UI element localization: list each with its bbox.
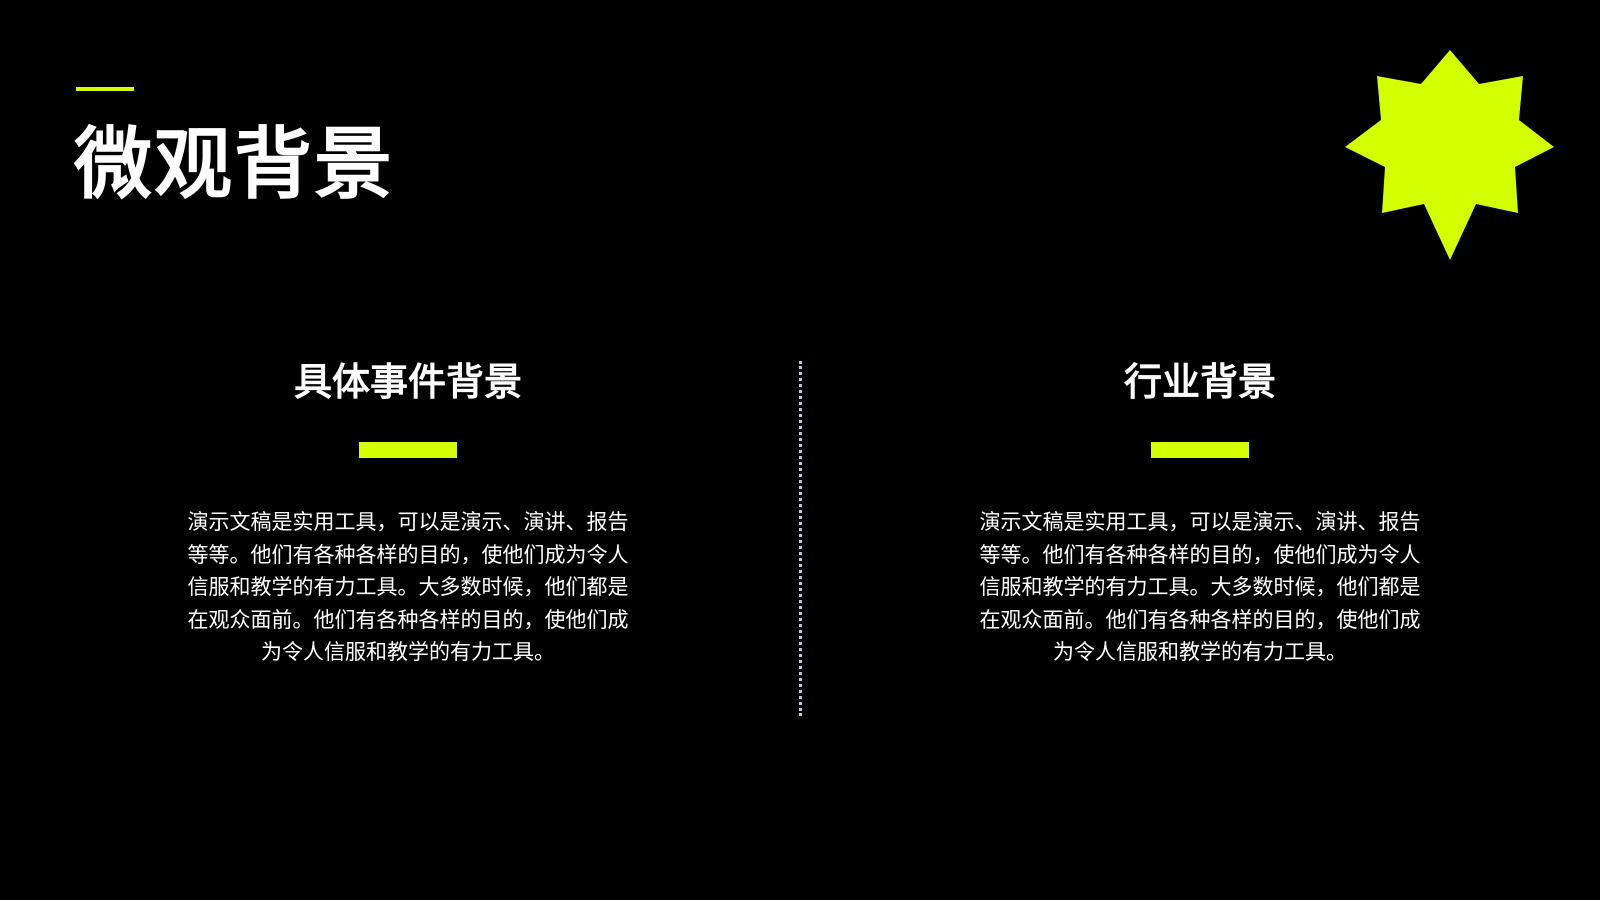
star-icon	[1345, 50, 1554, 260]
description-line: 信服和教学的有力工具。大多数时候，他们都是	[979, 575, 1421, 599]
section-heading: 行业背景	[1123, 360, 1276, 404]
section-heading: 具体事件背景	[293, 360, 522, 404]
specific-event-background-section: 具体事件背景 演示文稿是实用工具，可以是演示、演讲、报告 等等。他们有各种各样的…	[158, 360, 658, 669]
description-line: 等等。他们有各种各样的目的，使他们成为令人	[187, 542, 629, 567]
description-line: 等等。他们有各种各样的目的，使他们成为令人	[979, 542, 1421, 567]
description-line: 信服和教学的有力工具。大多数时候，他们都是	[187, 575, 629, 599]
description-line: 为令人信服和教学的有力工具。	[261, 640, 555, 664]
description-line: 在观众面前。他们有各种各样的目的，使他们成	[187, 607, 629, 632]
description-line: 为令人信服和教学的有力工具。	[1053, 640, 1347, 664]
description-line: 演示文稿是实用工具，可以是演示、演讲、报告	[187, 510, 629, 534]
industry-background-section: 行业背景 演示文稿是实用工具，可以是演示、演讲、报告 等等。他们有各种各样的目的…	[950, 360, 1450, 669]
title-accent-line	[76, 87, 134, 91]
section-accent-bar	[359, 442, 457, 458]
dotted-divider	[799, 361, 802, 716]
section-accent-bar	[1151, 442, 1249, 458]
description-line: 在观众面前。他们有各种各样的目的，使他们成	[979, 607, 1421, 632]
section-description: 演示文稿是实用工具，可以是演示、演讲、报告 等等。他们有各种各样的目的，使他们成…	[162, 506, 654, 669]
section-description: 演示文稿是实用工具，可以是演示、演讲、报告 等等。他们有各种各样的目的，使他们成…	[954, 506, 1446, 669]
description-line: 演示文稿是实用工具，可以是演示、演讲、报告	[979, 510, 1421, 534]
page-title: 微观背景	[74, 120, 395, 210]
